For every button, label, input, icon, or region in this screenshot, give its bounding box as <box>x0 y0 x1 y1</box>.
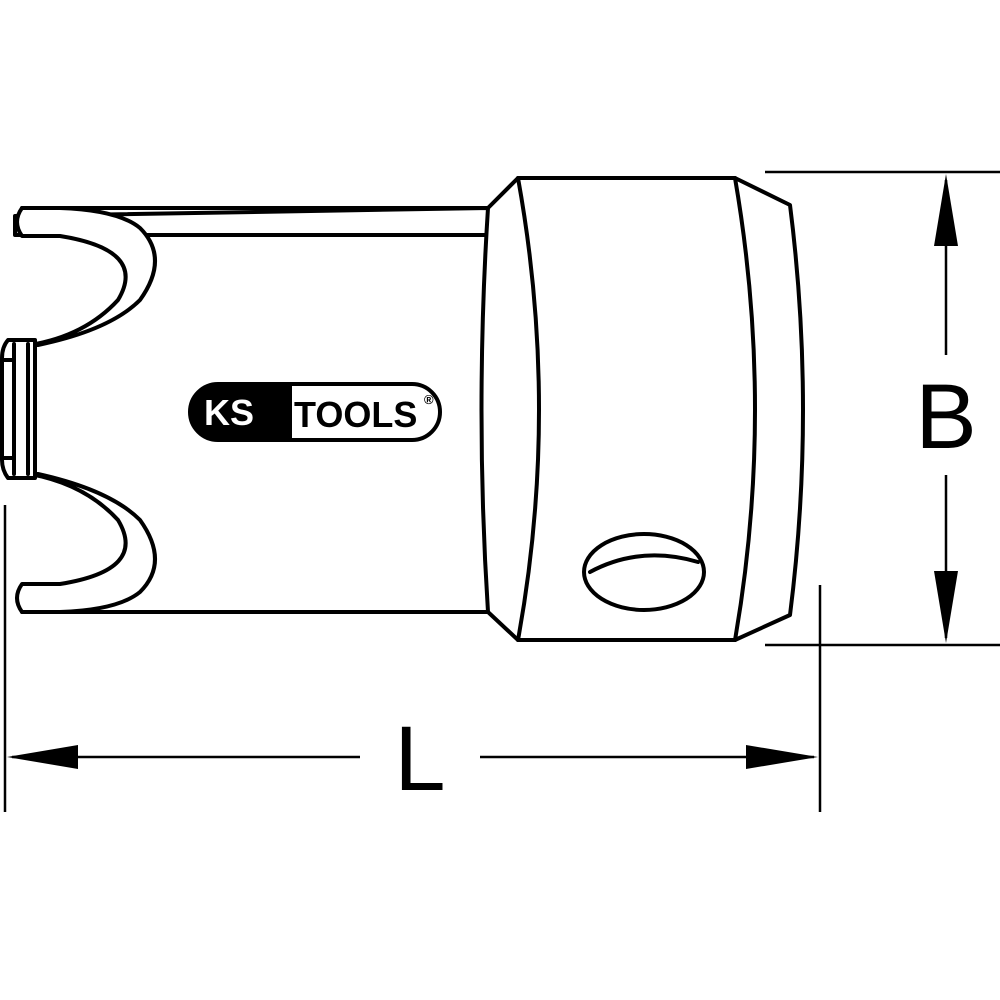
length-arrow-left <box>7 745 78 769</box>
lower-fork-prong <box>15 472 157 614</box>
length-dimension: L <box>3 505 822 812</box>
width-arrow-bottom <box>934 571 958 643</box>
collar-left-band <box>516 176 541 642</box>
collar-right-band <box>733 176 757 642</box>
length-arrow-right <box>746 745 818 769</box>
drive-collar <box>479 176 805 642</box>
upper-fork-prong <box>15 206 157 347</box>
hex-drive-nub <box>0 338 37 480</box>
collar-outline <box>479 176 805 642</box>
width-label: B <box>915 366 976 468</box>
length-label: L <box>394 708 445 810</box>
logo-text-ks: KS <box>204 392 254 433</box>
logo-text-tools: TOOLS <box>294 394 417 435</box>
side-ball-hole <box>582 532 706 612</box>
logo-registered-mark: ® <box>424 392 434 407</box>
width-arrow-top <box>934 174 958 246</box>
brand-logo: KS TOOLS ® <box>188 382 442 442</box>
width-dimension: B <box>765 170 1000 647</box>
